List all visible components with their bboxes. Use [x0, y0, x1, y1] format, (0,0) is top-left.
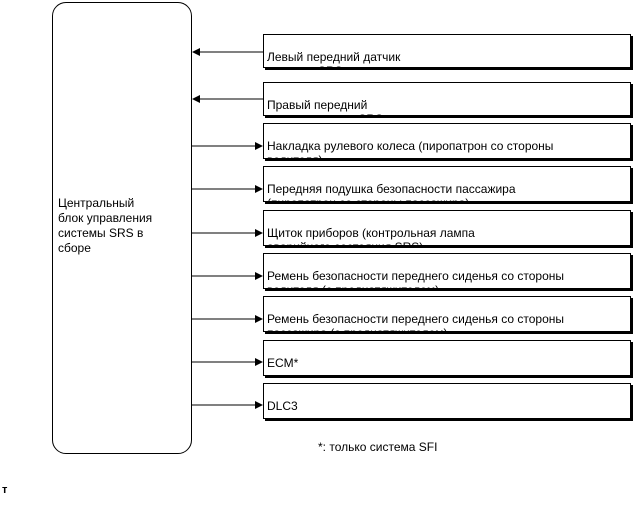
- component-label: Щиток приборов (контрольная лампа аварий…: [267, 226, 475, 245]
- component-label: Правый передний датчик системы SRS: [267, 98, 383, 115]
- component-label: DLC3: [267, 399, 298, 413]
- component-box-passenger-seatbelt: Ремень безопасности переднего сиденья со…: [263, 296, 631, 332]
- component-box-steering-wheel-pad: Накладка рулевого колеса (пиропатрон со …: [263, 123, 631, 159]
- component-box-driver-seatbelt: Ремень безопасности переднего сиденья со…: [263, 253, 631, 289]
- component-label: ECM*: [267, 356, 299, 370]
- srs-central-unit-block: [52, 2, 192, 454]
- corner-mark: т: [2, 484, 8, 496]
- component-box-passenger-airbag: Передняя подушка безопасности пассажира …: [263, 166, 631, 202]
- component-label: Накладка рулевого колеса (пиропатрон со …: [267, 139, 554, 158]
- component-box-ecm: ECM*: [263, 340, 631, 376]
- component-box-combination-meter: Щиток приборов (контрольная лампа аварий…: [263, 210, 631, 246]
- footnote: *: только система SFI: [318, 440, 438, 454]
- component-label: Ремень безопасности переднего сиденья со…: [267, 269, 565, 288]
- component-box-right-front-sensor: Правый передний датчик системы SRS: [263, 82, 631, 116]
- component-box-dlc3: DLC3: [263, 383, 631, 419]
- srs-central-unit-label: Центральный блок управления системы SRS …: [58, 196, 153, 255]
- component-label: Ремень безопасности переднего сиденья со…: [267, 312, 565, 331]
- component-label: Передняя подушка безопасности пассажира …: [267, 182, 516, 201]
- component-label: Левый передний датчик системы SRS: [267, 50, 401, 67]
- component-box-left-front-sensor: Левый передний датчик системы SRS: [263, 34, 631, 68]
